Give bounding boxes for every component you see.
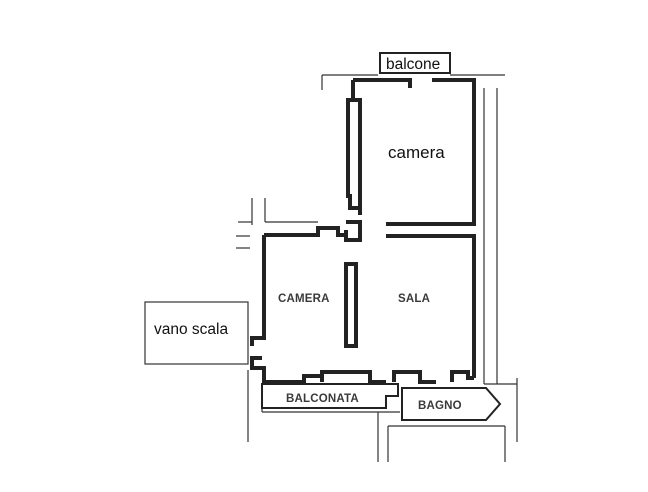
label-bagno: BAGNO: [418, 400, 462, 412]
label-sala: SALA: [398, 293, 430, 305]
label-balconata: BALCONATA: [286, 393, 359, 405]
lower-structures: [261, 383, 502, 421]
label-balcone: balcone: [386, 56, 440, 73]
label-camera-lower: CAMERA: [278, 293, 330, 305]
label-vano-scala: vano scala: [154, 321, 228, 338]
stairwell-box: [144, 301, 249, 365]
balcony-box: [379, 52, 451, 74]
walls: [250, 78, 476, 384]
label-camera-upper: camera: [388, 143, 445, 162]
